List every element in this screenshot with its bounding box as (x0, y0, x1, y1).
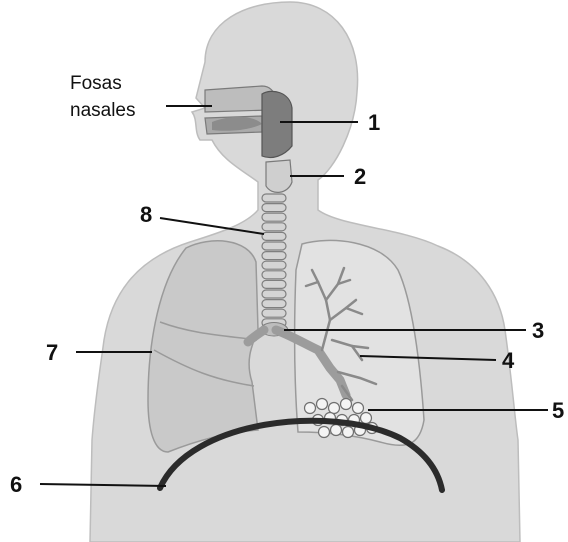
trachea-ring (262, 300, 286, 308)
alveolus (353, 403, 364, 414)
larynx (266, 160, 292, 192)
alveolus (341, 399, 352, 410)
trachea-ring (262, 280, 286, 288)
trachea-ring (262, 232, 286, 240)
trachea-ring (262, 242, 286, 250)
trachea-ring (262, 261, 286, 269)
trachea-ring (262, 223, 286, 231)
label-7: 7 (46, 340, 58, 365)
trachea-ring (262, 290, 286, 298)
trachea-ring (262, 213, 286, 221)
trachea-ring (262, 204, 286, 212)
label-8: 8 (140, 202, 152, 227)
alveolus (361, 413, 372, 424)
alveolus (343, 427, 354, 438)
trachea-ring (262, 194, 286, 202)
pharynx (262, 91, 292, 157)
trachea (260, 194, 288, 336)
label-2: 2 (354, 164, 366, 189)
label-fosas-nasales-line1: Fosas (70, 73, 122, 94)
label-4: 4 (502, 348, 515, 373)
trachea-ring (262, 309, 286, 317)
trachea-ring (262, 252, 286, 260)
label-6: 6 (10, 472, 22, 497)
alveolus (305, 403, 316, 414)
label-3: 3 (532, 318, 544, 343)
trachea-ring (262, 271, 286, 279)
alveolus (319, 427, 330, 438)
label-5: 5 (552, 398, 564, 423)
label-fosas-nasales-line2: nasales (70, 100, 136, 121)
label-1: 1 (368, 110, 380, 135)
alveolus (329, 403, 340, 414)
alveolus (317, 399, 328, 410)
alveolus (331, 425, 342, 436)
